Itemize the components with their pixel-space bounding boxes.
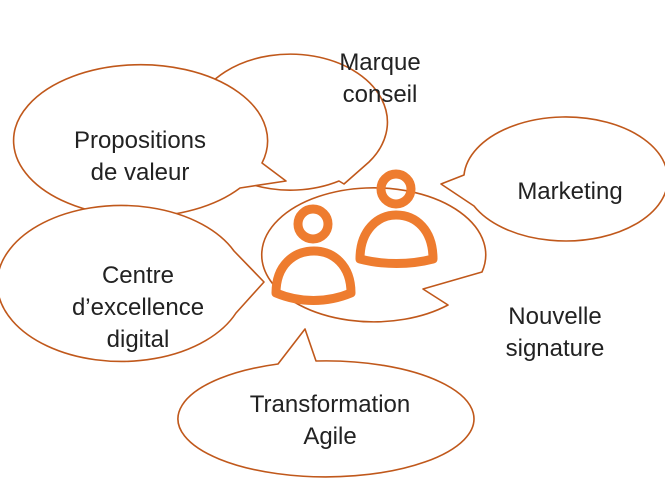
bubble-marketing-shape xyxy=(440,116,665,242)
bubble-nouvelle-signature: Nouvelle signature xyxy=(450,290,660,376)
bubble-nouvelle-signature-line-2: signature xyxy=(505,335,605,362)
back-person-body xyxy=(355,210,438,268)
bubble-marque-conseil: Marque conseil xyxy=(280,34,480,124)
front-person-head xyxy=(293,204,333,244)
bubble-marketing: Marketing xyxy=(475,167,665,217)
bubble-transformation-line-1: Transformation xyxy=(249,391,411,418)
bubble-transformation-line-2: Agile xyxy=(303,423,357,450)
back-person-head xyxy=(376,169,416,209)
bubble-marketing-line-1: Marketing xyxy=(517,178,623,205)
bubble-nouvelle-signature-shape xyxy=(260,187,487,323)
bubble-centre-excellence-digital: Centre d’excellence digital xyxy=(20,249,256,367)
bubble-transformation-shape xyxy=(177,328,475,478)
bubble-propositions-de-valeur: Propositions de valeur xyxy=(20,114,260,200)
front-person-body xyxy=(271,246,356,305)
bubble-transformation-agile: Transformation Agile xyxy=(190,380,470,462)
bubble-centre-shape xyxy=(0,204,265,363)
bubble-marque-conseil-line-1: Marque xyxy=(339,49,421,76)
bubble-propositions-line-1: Propositions xyxy=(73,127,207,154)
bubble-centre-line-3: digital xyxy=(106,326,170,353)
bubble-propositions-line-2: de valeur xyxy=(90,159,190,186)
bubble-centre-line-2: d’excellence xyxy=(71,294,205,321)
two-people-icon xyxy=(271,169,438,305)
bubble-nouvelle-signature-line-1: Nouvelle xyxy=(508,303,602,330)
bubble-marque-conseil-line-2: conseil xyxy=(342,81,418,108)
bubble-centre-line-1: Centre xyxy=(101,262,175,289)
